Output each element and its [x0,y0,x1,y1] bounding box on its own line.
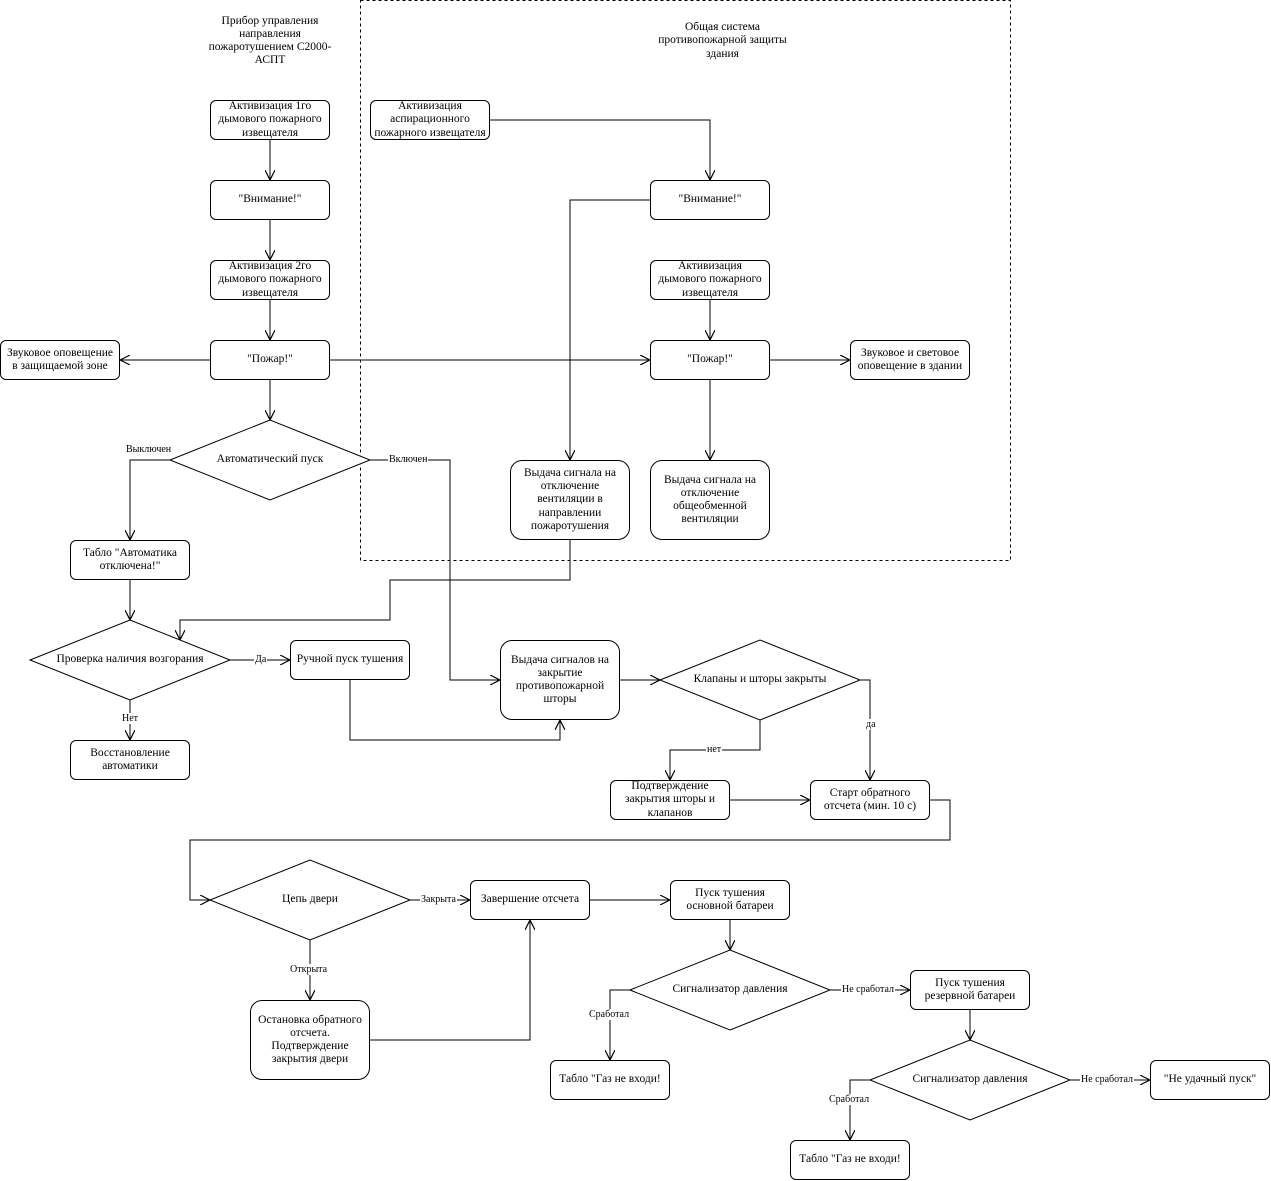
node-stop-countdown: Остановка обратного отсчета. Подтвержден… [250,1000,370,1080]
node-fire-right: "Пожар!" [650,340,770,380]
node-auto-start: Автоматический пуск [216,453,324,466]
node-tablo-gas-2: Табло "Газ не входи! [790,1140,910,1180]
edge-pressure2-tablo [850,1079,870,1140]
node-attention-left: "Внимание!" [210,180,330,220]
node-pressure-2: Сигнализатор давления [912,1073,1028,1086]
node-fire-left: "Пожар!" [210,340,330,380]
label-net: нет [706,744,723,755]
edge-pressure1-tablo [610,989,630,1060]
node-sound-light: Звуковое и световое оповещение в здании [850,340,970,380]
node-manual-start: Ручной пуск тушения [290,640,410,680]
node-act2: Активизация 2го дымового пожарного извещ… [210,260,330,300]
label-da: да [865,719,877,730]
edge-valves-countdown [860,679,870,780]
node-pressure-1: Сигнализатор давления [672,983,788,996]
node-door-chain: Цепь двери [282,893,338,906]
edge-countdown-door [189,799,951,900]
node-restore-auto: Восстановление автоматики [70,740,190,780]
edge-auto-tablo [130,459,170,540]
label-closed: Закрыта [420,894,457,905]
node-main-battery: Пуск тушения основной батареи [670,880,790,920]
label-on: Включен [388,454,429,465]
node-act1: Активизация 1го дымового пожарного извещ… [210,100,330,140]
label-off: Выключен [125,444,173,455]
header-control-device: Прибор управления направления пожаротуше… [208,14,332,67]
edge-manual-curtain [349,680,560,741]
label-no: Нет [121,713,140,724]
edge-attnright-vent [570,199,650,460]
label-triggered-1: Сработал [588,1009,631,1020]
node-reserve-battery: Пуск тушения резервной батареи [910,970,1030,1010]
edge-vent-check [180,540,571,640]
node-act-right: Активизация дымового пожарного извещател… [650,260,770,300]
node-countdown-end: Завершение отсчета [470,880,590,920]
node-aspiration-detector: Активизация аспирационного пожарного изв… [370,100,490,140]
node-valves-closed: Клапаны и шторы закрыты [693,673,827,686]
node-sound-zone: Звуковое оповещение в защищаемой зоне [0,340,120,380]
node-curtain-signal: Выдача сигналов на закрытие противопожар… [500,640,620,720]
node-failed-start: "Не удачный пуск" [1150,1060,1270,1100]
node-countdown-start: Старт обратного отсчета (мин. 10 с) [810,780,930,820]
node-tablo-auto-off: Табло "Автоматика отключена!" [70,540,190,580]
building-system-region [360,0,1011,561]
node-tablo-gas-1: Табло "Газ не входи! [550,1060,670,1100]
header-building-system: Общая система противопожарной защиты зда… [658,21,787,60]
edge-asp-attnright [490,119,710,180]
label-yes: Да [254,654,268,665]
node-check-fire: Проверка наличия возгорания [56,653,204,666]
edge-stop-end [370,920,530,1041]
node-confirm-curtain: Подтверждение закрытия шторы и клапанов [610,780,730,820]
node-vent-general: Выдача сигнала на отключение общеобменно… [650,460,770,540]
label-opened: Открыта [289,964,329,975]
label-not-triggered-1: Не сработал [841,984,896,995]
label-not-triggered-2: Не сработал [1080,1074,1135,1085]
node-attention-right: "Внимание!" [650,180,770,220]
label-triggered-2: Сработал [828,1094,871,1105]
node-vent-direction: Выдача сигнала на отключение вентиляции … [510,460,630,540]
